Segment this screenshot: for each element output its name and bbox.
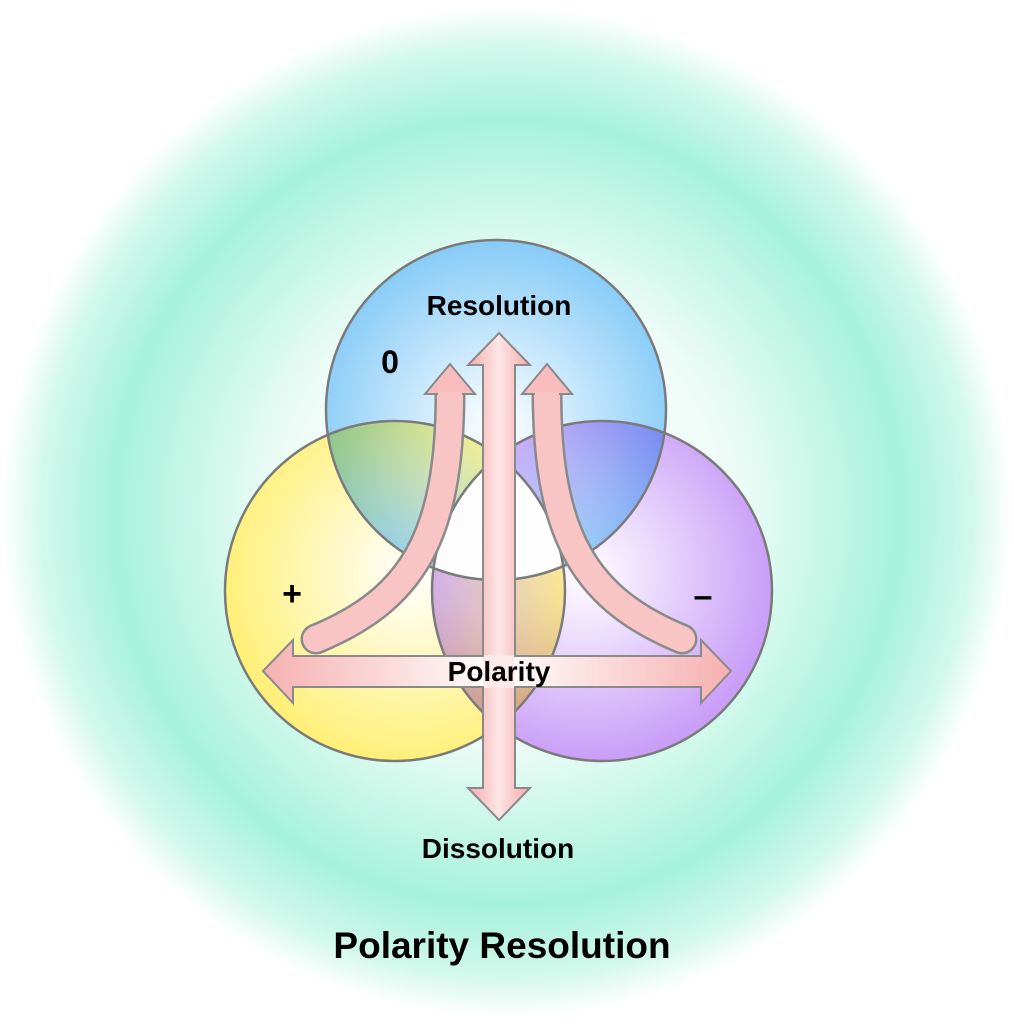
dissolution-arrow-lower xyxy=(465,686,533,822)
resolution-label: Resolution xyxy=(427,290,572,321)
diagram-title: Polarity Resolution xyxy=(333,925,670,966)
plus-label: + xyxy=(282,575,302,613)
curved-arrow-right xyxy=(519,362,698,655)
polarity-label: Polarity xyxy=(448,656,551,687)
arrow-crossing xyxy=(484,655,514,688)
curved-arrow-left xyxy=(300,362,478,655)
circle-outlines xyxy=(223,238,774,763)
center-intersection xyxy=(432,421,565,580)
minus-label: – xyxy=(694,577,713,615)
dissolution-label: Dissolution xyxy=(422,833,574,864)
zero-label: 0 xyxy=(381,344,399,380)
